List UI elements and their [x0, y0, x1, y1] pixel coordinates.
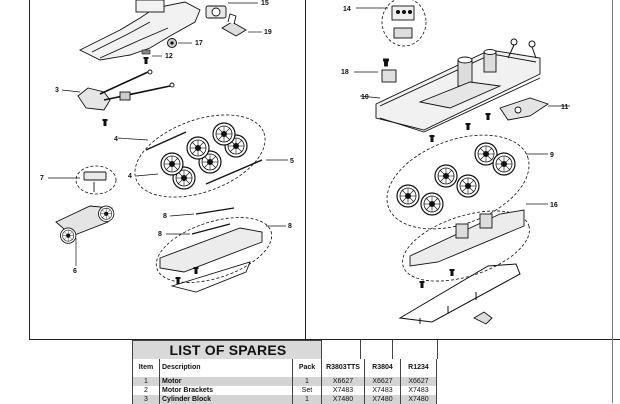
row-r3803tts: X7483	[321, 386, 365, 395]
callout-label: 3	[55, 87, 59, 94]
part-10-main-chassis	[375, 49, 541, 133]
callout-label: 16	[550, 202, 558, 209]
row-r3804: X6627	[364, 377, 401, 386]
callout-label: 5	[290, 158, 294, 165]
row-item: 1	[132, 377, 160, 386]
table-row: 3 Cylinder Block 1 X7480 X7480 X7480	[132, 395, 437, 404]
col-item: Item	[132, 359, 160, 377]
part-7-outline	[75, 165, 117, 195]
callout-label: 7	[40, 175, 44, 182]
page-edge	[612, 0, 613, 403]
spares-title-box: LIST OF SPARES	[132, 340, 322, 359]
row-item: 2	[132, 386, 160, 395]
spares-table: Item Description Pack R3803TTS R3804 R12…	[132, 359, 437, 404]
row-pack: 1	[292, 377, 322, 386]
part-4-axles	[145, 131, 263, 185]
row-r1234: X7483	[400, 386, 437, 395]
panel-divider	[305, 0, 306, 340]
col-r1234: R1234	[400, 359, 437, 377]
part-15	[205, 5, 227, 19]
part-9-outline	[386, 134, 530, 230]
part-5-driving-wheels	[160, 122, 248, 190]
callout-label: 12	[165, 53, 173, 60]
col-description: Description	[159, 359, 293, 377]
row-pack: Set	[292, 386, 322, 395]
part-3-cylinder-block	[77, 69, 175, 111]
spares-title: LIST OF SPARES	[169, 342, 287, 358]
row-r1234: X7480	[400, 395, 437, 404]
callout-label: 10	[361, 94, 369, 101]
callout-label: 4	[114, 136, 118, 143]
row-r3804: X7483	[364, 386, 401, 395]
callout-label: 6	[73, 268, 77, 275]
wheelset-group-outline	[134, 114, 266, 198]
chassis-bottom-outline	[155, 217, 273, 283]
callout-label: 9	[550, 152, 554, 159]
row-description: Motor Brackets	[159, 386, 293, 395]
callout-label: 4	[128, 173, 132, 180]
part-18	[381, 58, 397, 83]
chassis-upper-part	[78, 0, 201, 61]
part-16-outline	[402, 210, 530, 282]
callout-label: 8	[158, 231, 162, 238]
callout-label: 19	[264, 29, 272, 36]
coupling-hook	[473, 311, 493, 325]
drawing-frame	[29, 0, 620, 340]
part-16-frame	[409, 209, 525, 267]
row-r1234: X6627	[400, 377, 437, 386]
part-8-chassis-bottom	[159, 207, 263, 293]
spares-list: LIST OF SPARES Item Description Pack R38…	[132, 340, 438, 404]
part-14-outline	[381, 0, 427, 47]
part-6-bogie	[55, 205, 115, 244]
part-17	[167, 38, 177, 48]
table-row: 2 Motor Brackets Set X7483 X7483 X7483	[132, 386, 437, 395]
callout-label: 14	[343, 6, 351, 13]
table-row: 1 Motor 1 X6627 X6627 X6627	[132, 377, 437, 386]
part-9-wheels	[396, 142, 516, 216]
part-12	[141, 49, 151, 55]
part-11	[499, 97, 550, 121]
col-r3804: R3804	[364, 359, 401, 377]
callout-label: 8	[288, 223, 292, 230]
part-19	[221, 13, 247, 37]
wrench-tool	[507, 38, 537, 59]
row-r3803tts: X6627	[321, 377, 365, 386]
part-7	[83, 171, 107, 192]
callout-label: 18	[341, 69, 349, 76]
column-group-header	[322, 340, 438, 359]
exploded-parts-diagram: 15 19 17 12 3 4 5 4 7 6 8 8 8 14 18 10 11 9 16	[40, 0, 570, 325]
brake-rigging	[398, 263, 521, 324]
table-header-row: Item Description Pack R3803TTS R3804 R12…	[132, 359, 437, 377]
callout-label: 15	[261, 0, 269, 7]
part-14	[391, 5, 415, 39]
col-r3803tts: R3803TTS	[321, 359, 365, 377]
callout-label: 11	[561, 104, 569, 111]
callout-label: 8	[163, 213, 167, 220]
callout-label: 17	[195, 40, 203, 47]
col-pack: Pack	[292, 359, 322, 377]
row-description: Motor	[159, 377, 293, 386]
